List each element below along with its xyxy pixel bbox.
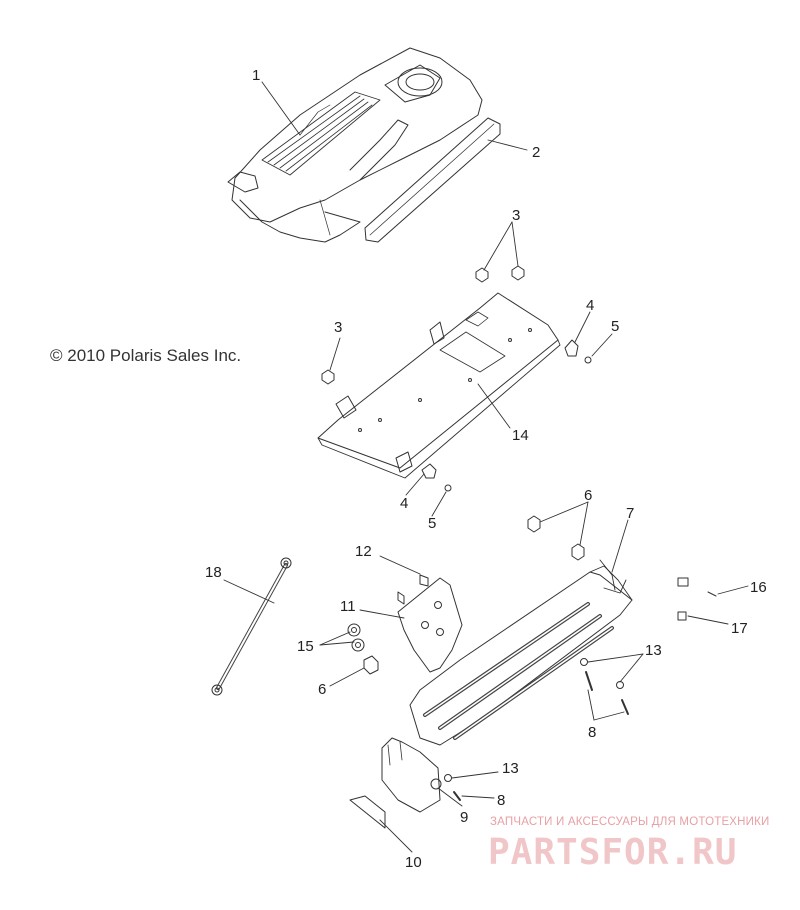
callout-6: 6 [318, 681, 326, 698]
watermark-tagline: ЗАПЧАСТИ И АКСЕССУАРЫ ДЛЯ МОТОТЕХНИКИ [490, 816, 770, 828]
callout-14: 14 [512, 427, 529, 444]
callout-5: 5 [611, 318, 619, 335]
callout-1: 1 [252, 67, 260, 84]
callout-6: 6 [584, 487, 592, 504]
hardware-8-pins [453, 671, 629, 801]
copyright-notice: © 2010 Polaris Sales Inc. [50, 346, 242, 365]
callout-13: 13 [502, 760, 519, 777]
watermark-brand: PARTSFOR.RU [488, 832, 738, 873]
part-18-rod [211, 557, 292, 696]
part-2-strip [364, 117, 501, 243]
callout-13: 13 [645, 642, 662, 659]
hardware-13-nuts [444, 658, 624, 782]
callout-8: 8 [497, 792, 505, 809]
hardware-4-clips [421, 339, 579, 479]
callout-2: 2 [532, 144, 540, 161]
callout-5: 5 [428, 515, 436, 532]
callout-17: 17 [731, 620, 748, 637]
callout-18: 18 [205, 564, 222, 581]
part-10-bracket [349, 737, 441, 829]
hardware-12-screw [397, 574, 429, 605]
callout-7: 7 [626, 505, 634, 522]
callout-11: 11 [340, 598, 356, 615]
hardware-3-nuts [321, 265, 525, 385]
callout-3: 3 [334, 319, 342, 336]
callout-10: 10 [405, 854, 422, 871]
leader-lines [223, 81, 749, 853]
hardware-15-nuts [347, 623, 365, 652]
hardware-16-17 [677, 577, 717, 621]
part-7-tray [409, 559, 633, 746]
callout-4: 4 [400, 495, 408, 512]
hardware-5-screws [444, 356, 592, 492]
part-14-plate [317, 292, 561, 479]
part-11-mount [397, 577, 463, 673]
callout-9: 9 [460, 809, 468, 826]
callout-4: 4 [586, 297, 594, 314]
callout-labels: 1 2 3 3 4 5 14 4 5 6 7 12 18 11 16 17 15… [205, 67, 767, 871]
callout-12: 12 [355, 543, 372, 560]
callout-15: 15 [297, 638, 314, 655]
hardware-9-nut [430, 778, 442, 790]
callout-16: 16 [750, 579, 767, 596]
part-1-cover [227, 47, 483, 243]
callout-8: 8 [588, 724, 596, 741]
callout-3: 3 [512, 207, 520, 224]
